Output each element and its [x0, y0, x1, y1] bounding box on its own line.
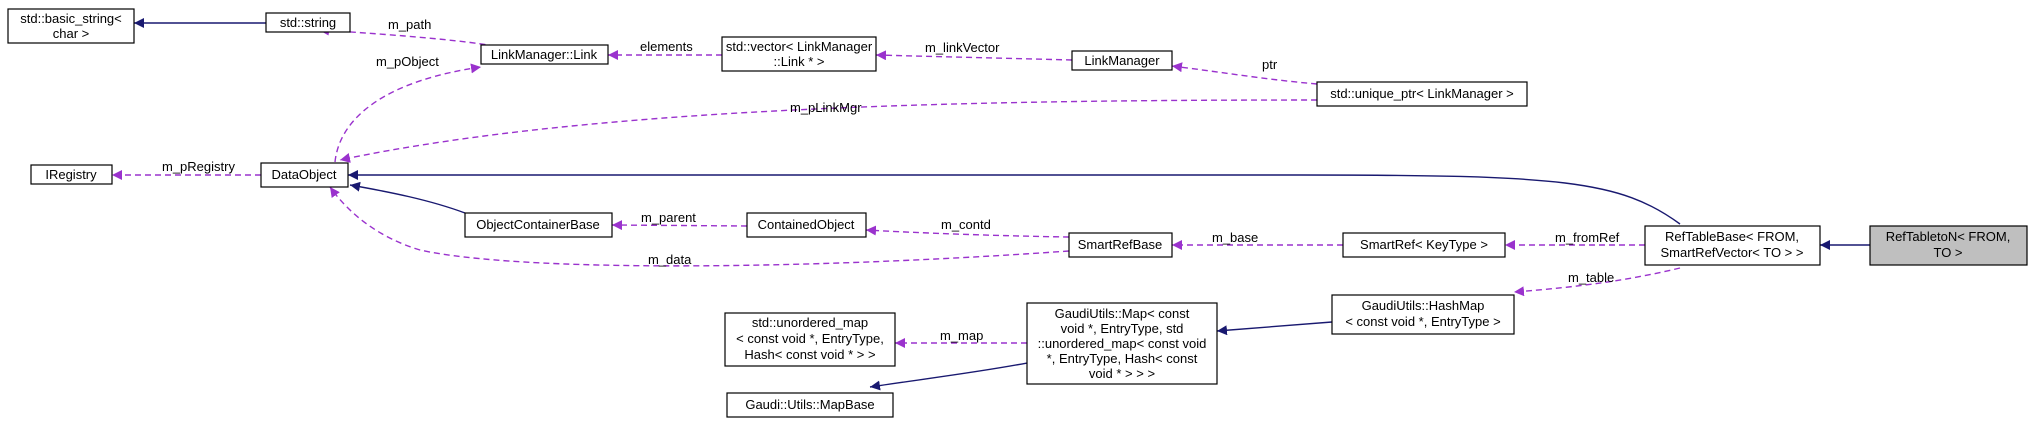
edge-link-string [318, 25, 506, 49]
edge-hashmap-gmap [1216, 321, 1333, 336]
edge-reftablebase-hashmap [1513, 267, 1681, 297]
node-label: std::basic_string< [20, 11, 122, 26]
node-label: *, EntryType, Hash< const [1047, 351, 1198, 366]
edge-reftablebase-dataobject [348, 170, 1681, 225]
node-label: char > [53, 26, 90, 41]
edge-linkmanager-vector [875, 50, 1073, 61]
edge-labels: m_path m_pObject elements m_linkVector p… [162, 17, 1620, 343]
node-iregistry[interactable]: IRegistry [30, 164, 113, 185]
node-label: < const void *, EntryType > [1345, 314, 1500, 329]
node-gaudi-utils-mapbase[interactable]: Gaudi::Utils::MapBase [726, 392, 894, 418]
node-object-container-base[interactable]: ObjectContainerBase [464, 212, 613, 238]
node-label: std::vector< LinkManager [726, 39, 873, 54]
label-elements: elements [640, 39, 693, 54]
node-std-string[interactable]: std::string [265, 12, 351, 33]
node-label: RefTabletoN< FROM, [1886, 229, 2011, 244]
node-label: Hash< const void * > > [744, 347, 875, 362]
node-label: RefTableBase< FROM, [1665, 229, 1799, 244]
node-label: LinkManager [1084, 53, 1160, 68]
label-m-pregistry: m_pRegistry [162, 159, 235, 174]
edge-smartrefbase-contained [865, 225, 1070, 238]
node-std-unique-ptr[interactable]: std::unique_ptr< LinkManager > [1316, 81, 1528, 107]
label-m-pobject: m_pObject [376, 54, 439, 69]
label-m-path: m_path [388, 17, 431, 32]
node-ref-table-to-n[interactable]: RefTabletoN< FROM, TO > [1869, 225, 2028, 266]
label-m-linkvector: m_linkVector [925, 40, 1000, 55]
node-ref-table-base[interactable]: RefTableBase< FROM, SmartRefVector< TO >… [1644, 225, 1821, 266]
node-label: GaudiUtils::Map< const [1055, 306, 1190, 321]
node-label: DataObject [271, 167, 336, 182]
edge-gmap-mapbase [869, 362, 1028, 391]
edge-objcontainer-dataobject [349, 181, 466, 214]
nodes: std::basic_string< char > std::string Li… [7, 8, 2028, 418]
node-label: < const void *, EntryType, [736, 331, 884, 346]
label-m-table: m_table [1568, 270, 1614, 285]
node-linkmanager[interactable]: LinkManager [1071, 50, 1173, 71]
node-label: std::unique_ptr< LinkManager > [1330, 86, 1514, 101]
node-label: SmartRefVector< TO > > [1661, 245, 1804, 260]
node-smart-ref[interactable]: SmartRef< KeyType > [1342, 232, 1506, 258]
node-gaudiutils-map[interactable]: GaudiUtils::Map< const void *, EntryType… [1026, 302, 1218, 385]
node-label: TO > [1933, 245, 1962, 260]
label-ptr: ptr [1262, 57, 1278, 72]
label-m-base: m_base [1212, 230, 1258, 245]
node-std-basic-string[interactable]: std::basic_string< char > [7, 8, 135, 44]
edge-uniqueptr-linkmanager [1171, 62, 1318, 85]
node-label: ContainedObject [758, 217, 855, 232]
label-m-map: m_map [940, 328, 983, 343]
label-m-plinkmgr: m_pLinkMgr [790, 100, 862, 115]
node-label: LinkManager::Link [491, 47, 598, 62]
edge-dataobject-link [334, 63, 482, 163]
node-label: IRegistry [45, 167, 97, 182]
node-dataobject[interactable]: DataObject [260, 162, 349, 188]
edge-uniqueptr-dataobject [339, 99, 1318, 163]
edge-smartrefbase-dataobject [329, 186, 1070, 267]
node-contained-object[interactable]: ContainedObject [746, 212, 867, 238]
node-gaudiutils-hashmap[interactable]: GaudiUtils::HashMap < const void *, Entr… [1331, 294, 1515, 335]
node-label: SmartRef< KeyType > [1360, 237, 1488, 252]
node-label: SmartRefBase [1078, 237, 1163, 252]
node-label: void *, EntryType, std [1061, 321, 1184, 336]
node-linkmanager-link[interactable]: LinkManager::Link [480, 44, 609, 65]
edge-contained-objcontainer [611, 220, 748, 231]
label-m-contd: m_contd [941, 217, 991, 232]
label-m-parent: m_parent [641, 210, 696, 225]
node-std-unordered-map[interactable]: std::unordered_map < const void *, Entry… [724, 312, 896, 367]
edges [112, 18, 1870, 391]
node-label: std::unordered_map [752, 315, 868, 330]
node-label: Gaudi::Utils::MapBase [745, 397, 874, 412]
node-label: ::unordered_map< const void [1038, 336, 1207, 351]
node-label: ObjectContainerBase [476, 217, 600, 232]
node-std-vector[interactable]: std::vector< LinkManager ::Link * > [721, 36, 877, 72]
node-label: ::Link * > [774, 54, 825, 69]
node-label: void * > > > [1089, 366, 1155, 381]
label-m-data: m_data [648, 252, 692, 267]
node-label: GaudiUtils::HashMap [1362, 298, 1485, 313]
node-smart-ref-base[interactable]: SmartRefBase [1068, 232, 1173, 258]
node-label: std::string [280, 15, 336, 30]
label-m-fromref: m_fromRef [1555, 230, 1620, 245]
